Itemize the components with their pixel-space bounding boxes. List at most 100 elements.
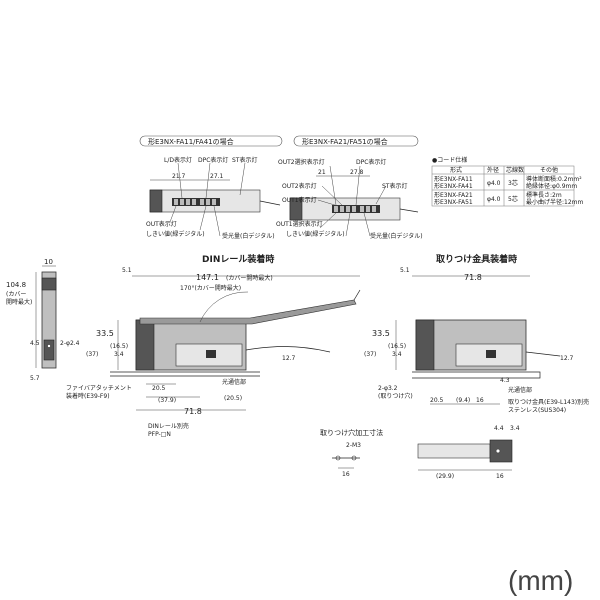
din-title: DINレール装着時: [202, 253, 274, 265]
table-row: 形E3NX-FA21 φ4.0 5芯 標準長さ:2m: [434, 191, 562, 203]
label-fiber-attachment-2: 装着時(E39-F9): [66, 392, 110, 400]
dim-2-phi-2-4: 2-φ2.4: [60, 340, 80, 347]
label-st-indicator-2: ST表示灯: [382, 182, 407, 190]
callout-left-title: 形E3NX-FA11/FA41の場合: [148, 137, 234, 146]
svg-text:標準長さ:2m: 標準長さ:2m: [526, 191, 562, 199]
dim-16-5: (16.5): [110, 343, 128, 350]
dim-5-7: 5.7: [30, 375, 40, 382]
svg-text:導体断面積:0.2mm²: 導体断面積:0.2mm²: [526, 175, 582, 183]
dim-21: 21: [318, 169, 326, 176]
label-ld-indicator: L/D表示灯: [164, 156, 192, 164]
dim-3-4-b: 3.4: [392, 351, 402, 358]
label-stainless: ステンレス(SUS304): [508, 407, 566, 414]
din-rail-view: DINレール装着時 5.1 147.1 (カバー開時最大) 170°(カバー開時…: [66, 253, 361, 438]
dim-16-b: 16: [476, 397, 484, 404]
label-out1-indicator: OUT1表示灯: [282, 196, 317, 204]
dim-27-8: 27.8: [350, 169, 364, 176]
dim-71-8: 71.8: [184, 407, 202, 416]
dim-104-8: 104.8: [6, 281, 26, 289]
hole-dimensions: 取りつけ穴加工寸法 2-M3 16: [320, 428, 383, 478]
svg-text:φ4.0: φ4.0: [487, 180, 501, 187]
label-threshold: しきい値(緑デジタル): [146, 230, 205, 238]
svg-text:形E3NX-FA21: 形E3NX-FA21: [434, 191, 473, 199]
dim-29-9: (29.9): [436, 473, 454, 480]
th-cores: 芯線数: [506, 166, 524, 174]
dim-20-5-b: 20.5: [430, 397, 444, 404]
callout-right-title: 形E3NX-FA21/FA51の場合: [302, 137, 388, 146]
th-model: 形式: [450, 166, 462, 174]
label-dpc-indicator-2: DPC表示灯: [356, 158, 386, 166]
bracket-detail: 4.4 3.4 (29.9) 16: [417, 425, 520, 480]
svg-text:5芯: 5芯: [508, 195, 518, 203]
dim-3-4-d: 3.4: [510, 425, 520, 432]
dim-71-8-b: 71.8: [464, 273, 482, 282]
dim-12-7: 12.7: [282, 355, 296, 362]
label-bracket: 取りつけ金具(E39-L143)別売: [508, 398, 589, 406]
dim-cover-2: 開時最大): [6, 298, 32, 306]
svg-text:形E3NX-FA51: 形E3NX-FA51: [434, 198, 473, 206]
dim-21-7: 21.7: [172, 173, 186, 180]
label-light-level: 受光量(白デジタル): [222, 232, 275, 240]
dim-5-1: 5.1: [122, 267, 132, 274]
dim-2-phi-3-2: 2-φ3.2: [378, 385, 398, 392]
dim-cover-open: (カバー開時最大): [226, 274, 273, 282]
side-view: 10 104.8 (カバー 開時最大) 4.5 2-φ2.4 5.7: [6, 258, 80, 382]
label-out2-select: OUT2選択表示灯: [278, 158, 325, 166]
dim-5-1-b: 5.1: [400, 267, 410, 274]
callout-fa11-fa41: 形E3NX-FA11/FA41の場合 21.7 27.1 L/D表示灯 DPC表…: [139, 135, 283, 240]
dim-mount-hole: (取りつけ穴): [378, 392, 413, 400]
svg-text:絶縁体径:φ0.9mm: 絶縁体径:φ0.9mm: [526, 182, 577, 190]
label-din-rail: DINレール別売: [148, 422, 189, 430]
th-diameter: 外径: [487, 166, 499, 174]
dim-147-1: 147.1: [196, 273, 219, 282]
dim-170-deg: 170°(カバー開時最大): [180, 284, 241, 292]
dim-20-5: 20.5: [152, 385, 166, 392]
label-st-indicator: ST表示灯: [232, 156, 257, 164]
table-row: 形E3NX-FA51 最小曲げ半径:12mm: [434, 198, 584, 206]
dim-16-hole: 16: [342, 471, 350, 478]
label-out1-select: OUT1選択表示灯: [276, 220, 323, 228]
svg-text:φ4.0: φ4.0: [487, 196, 501, 203]
hole-title: 取りつけ穴加工寸法: [320, 428, 383, 437]
dim-33-5: 33.5: [96, 329, 114, 338]
cord-spec-title: ●コード仕様: [432, 156, 467, 164]
th-other: その他: [540, 166, 558, 174]
dim-4-4: 4.4: [494, 425, 504, 432]
dim-16-d: 16: [496, 473, 504, 480]
dim-cover-1: (カバー: [6, 291, 26, 298]
label-light-level-2: 受光量(白デジタル): [370, 232, 423, 240]
label-optical-comm: 光通信部: [222, 378, 246, 386]
dim-4-3: 4.3: [500, 377, 510, 384]
dim-9-4: (9.4): [456, 397, 470, 404]
label-optical-comm-b: 光通信部: [508, 386, 532, 394]
label-out-indicator: OUT表示灯: [146, 220, 177, 228]
dim-2-m3: 2-M3: [346, 442, 361, 449]
svg-text:最小曲げ半径:12mm: 最小曲げ半径:12mm: [526, 198, 584, 206]
callout-fa21-fa51: 形E3NX-FA21/FA51の場合 21 27.8 OUT2選択表示灯 DPC…: [276, 135, 423, 240]
dim-3-4: 3.4: [114, 351, 124, 358]
dim-10: 10: [44, 258, 53, 266]
dim-37: (37): [86, 351, 98, 358]
bracket-view: 取りつけ金具装着時 5.1 71.8 33.5 (16.5) (37) 3.4 …: [364, 253, 589, 414]
svg-text:形E3NX-FA41: 形E3NX-FA41: [434, 182, 473, 190]
bracket-title: 取りつけ金具装着時: [436, 253, 517, 265]
table-row: 形E3NX-FA11 φ4.0 3芯 導体断面積:0.2mm²: [434, 175, 582, 187]
label-pfp-n: PFP-□N: [148, 431, 171, 438]
dim-12-7-b: 12.7: [560, 355, 574, 362]
dim-37-b: (37): [364, 351, 376, 358]
svg-text:形E3NX-FA11: 形E3NX-FA11: [434, 175, 473, 183]
dim-16-5-b: (16.5): [388, 343, 406, 350]
table-row: 形E3NX-FA41 絶縁体径:φ0.9mm: [434, 182, 577, 190]
label-fiber-attachment: ファイバアタッチメント: [66, 384, 132, 392]
dim-33-5-b: 33.5: [372, 329, 390, 338]
label-threshold-2: しきい値(緑デジタル): [286, 230, 345, 238]
cord-spec-table: ●コード仕様 形式 外径 芯線数 その他 形E3NX-FA11 φ4.0 3芯 …: [431, 156, 584, 207]
dim-20-5-paren: (20.5): [224, 395, 242, 402]
label-out2-indicator: OUT2表示灯: [282, 182, 317, 190]
dim-37-9: (37.9): [158, 397, 176, 404]
dim-27-1: 27.1: [210, 173, 224, 180]
dim-4-5: 4.5: [30, 340, 40, 347]
unit-label: (mm): [508, 565, 573, 596]
label-dpc-indicator: DPC表示灯: [198, 156, 228, 164]
